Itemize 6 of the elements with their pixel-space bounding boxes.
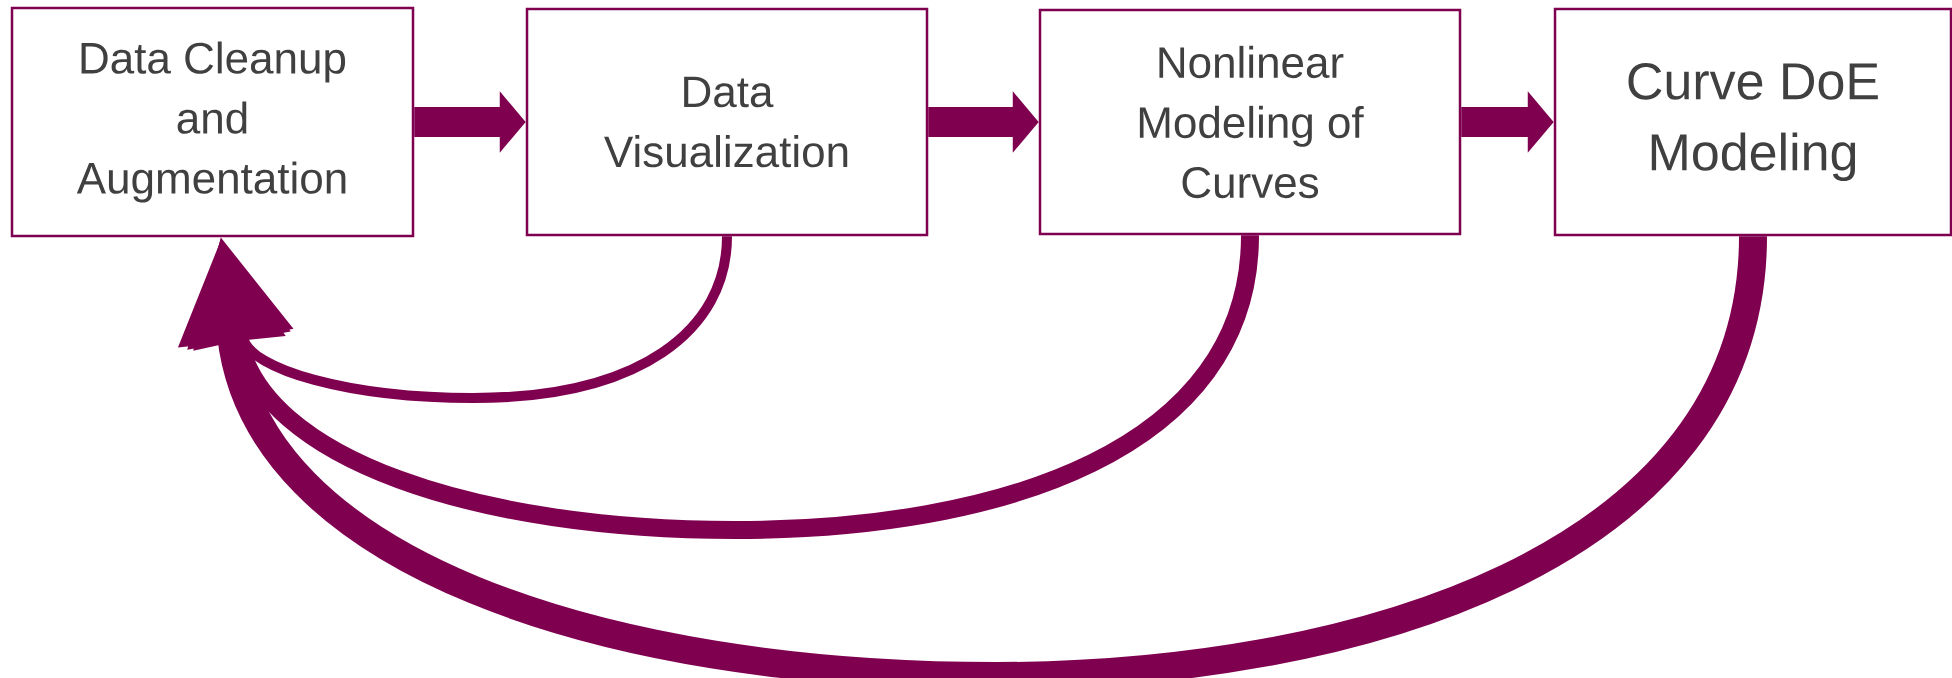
process-box: Data Cleanup and Augmentation: [10, 6, 415, 238]
process-box: Curve DoE Modeling: [1553, 7, 1952, 237]
curved-arrow: [187, 234, 1259, 539]
process-box: Nonlinear Modeling of Curves: [1038, 8, 1462, 236]
process-box: Data Visualization: [525, 7, 929, 237]
curved-arrow: [177, 234, 1767, 678]
